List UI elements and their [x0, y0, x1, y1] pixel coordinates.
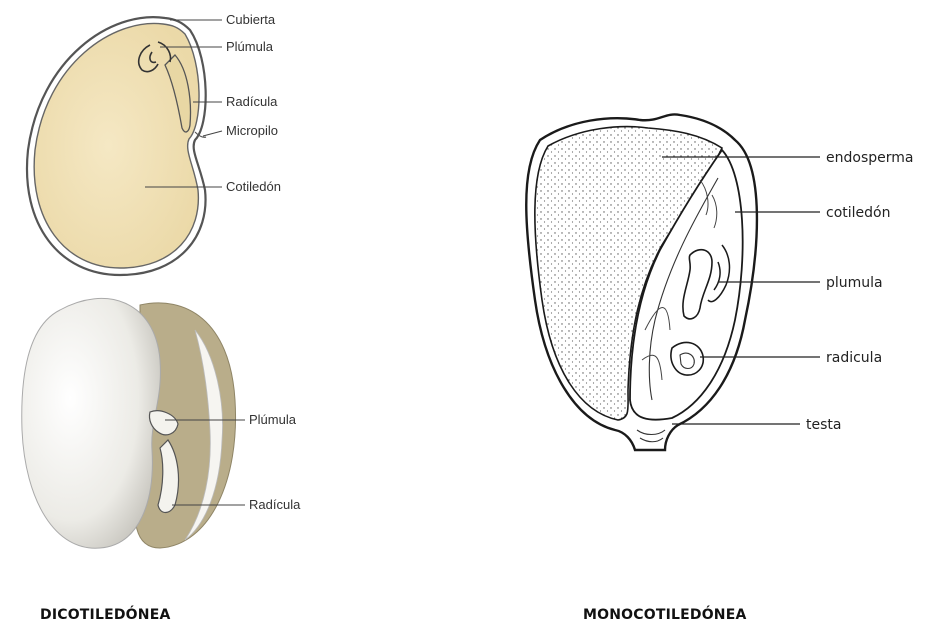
label-endosperma: endosperma	[826, 150, 913, 166]
dicot-bean-section	[27, 17, 206, 275]
label-plumula-top: Plúmula	[226, 39, 274, 54]
label-plumula-bottom: Plúmula	[249, 412, 297, 427]
label-radicula-mono: radicula	[826, 350, 882, 366]
leader-micropilo	[203, 131, 222, 136]
label-cubierta: Cubierta	[226, 12, 276, 27]
caption-dicotyledon: DICOTILEDÓNEA	[40, 607, 171, 623]
monocot-radicle	[671, 342, 703, 375]
label-radicula-top: Radícula	[226, 94, 278, 109]
dicot-opened-bean	[22, 298, 236, 548]
label-plumula-mono: plumula	[826, 275, 883, 291]
caption-monocotyledon: MONOCOTILEDÓNEA	[583, 607, 747, 623]
label-testa: testa	[806, 417, 841, 433]
label-radicula-bottom: Radícula	[249, 497, 301, 512]
label-micropilo: Micropilo	[226, 123, 278, 138]
bean-left-cotyledon	[22, 298, 161, 548]
label-cotiledon-top: Cotiledón	[226, 179, 281, 194]
label-cotiledon-mono: cotiledón	[826, 205, 890, 221]
